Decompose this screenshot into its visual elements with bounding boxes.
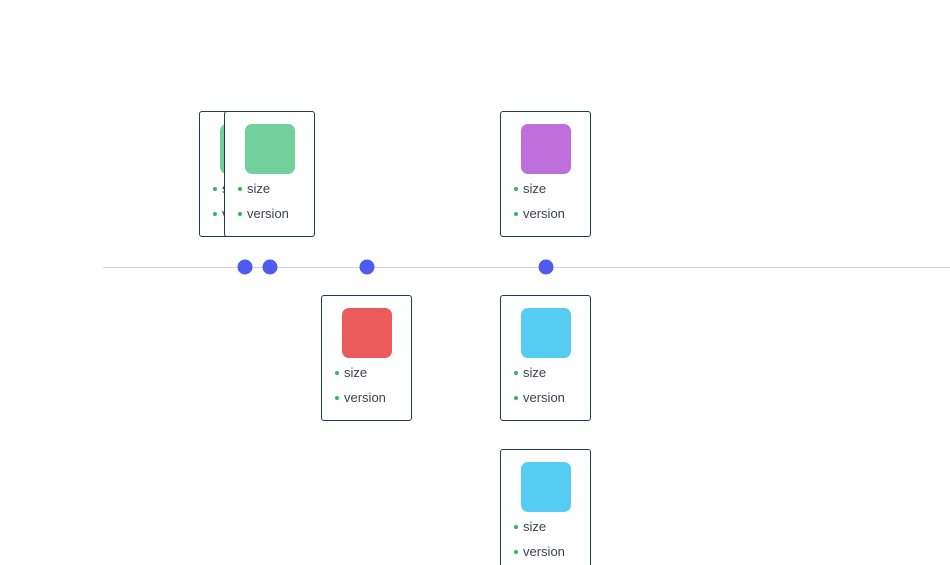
version-field: version [335,390,386,405]
package-card[interactable]: size version [500,111,591,237]
version-field: version [238,206,289,221]
size-label: size [523,181,547,196]
version-field: version [514,544,565,559]
bullet-icon [335,395,339,400]
package-color-swatch [521,462,571,512]
size-field: size [514,365,546,380]
version-label: version [523,544,565,559]
package-color-swatch [521,308,571,358]
bullet-icon [335,370,339,375]
package-card[interactable]: size version [224,111,315,237]
timeline-marker[interactable] [538,259,554,275]
timeline-marker[interactable] [237,259,253,275]
package-color-swatch [245,124,295,174]
size-label: size [247,181,271,196]
size-label: size [344,365,368,380]
bullet-icon [514,395,518,400]
package-card[interactable]: size version [321,295,412,421]
package-card[interactable]: size version [500,295,591,421]
bullet-icon [238,186,242,191]
timeline-marker[interactable] [262,259,278,275]
bullet-icon [238,211,242,216]
package-color-swatch [342,308,392,358]
size-field: size [514,181,546,196]
bullet-icon [514,524,518,529]
package-color-swatch [521,124,571,174]
version-label: version [523,206,565,221]
version-field: version [514,206,565,221]
size-label: size [523,365,547,380]
size-field: size [335,365,367,380]
size-field: size [514,519,546,534]
version-label: version [344,390,386,405]
version-label: version [523,390,565,405]
bullet-icon [514,370,518,375]
bullet-icon [213,186,217,191]
bullet-icon [514,549,518,554]
timeline-marker[interactable] [359,259,375,275]
timeline-axis [103,267,950,268]
bullet-icon [213,211,217,216]
bullet-icon [514,186,518,191]
bullet-icon [514,211,518,216]
size-label: size [523,519,547,534]
version-label: version [247,206,289,221]
size-field: size [238,181,270,196]
package-card[interactable]: size version [500,449,591,565]
version-field: version [514,390,565,405]
